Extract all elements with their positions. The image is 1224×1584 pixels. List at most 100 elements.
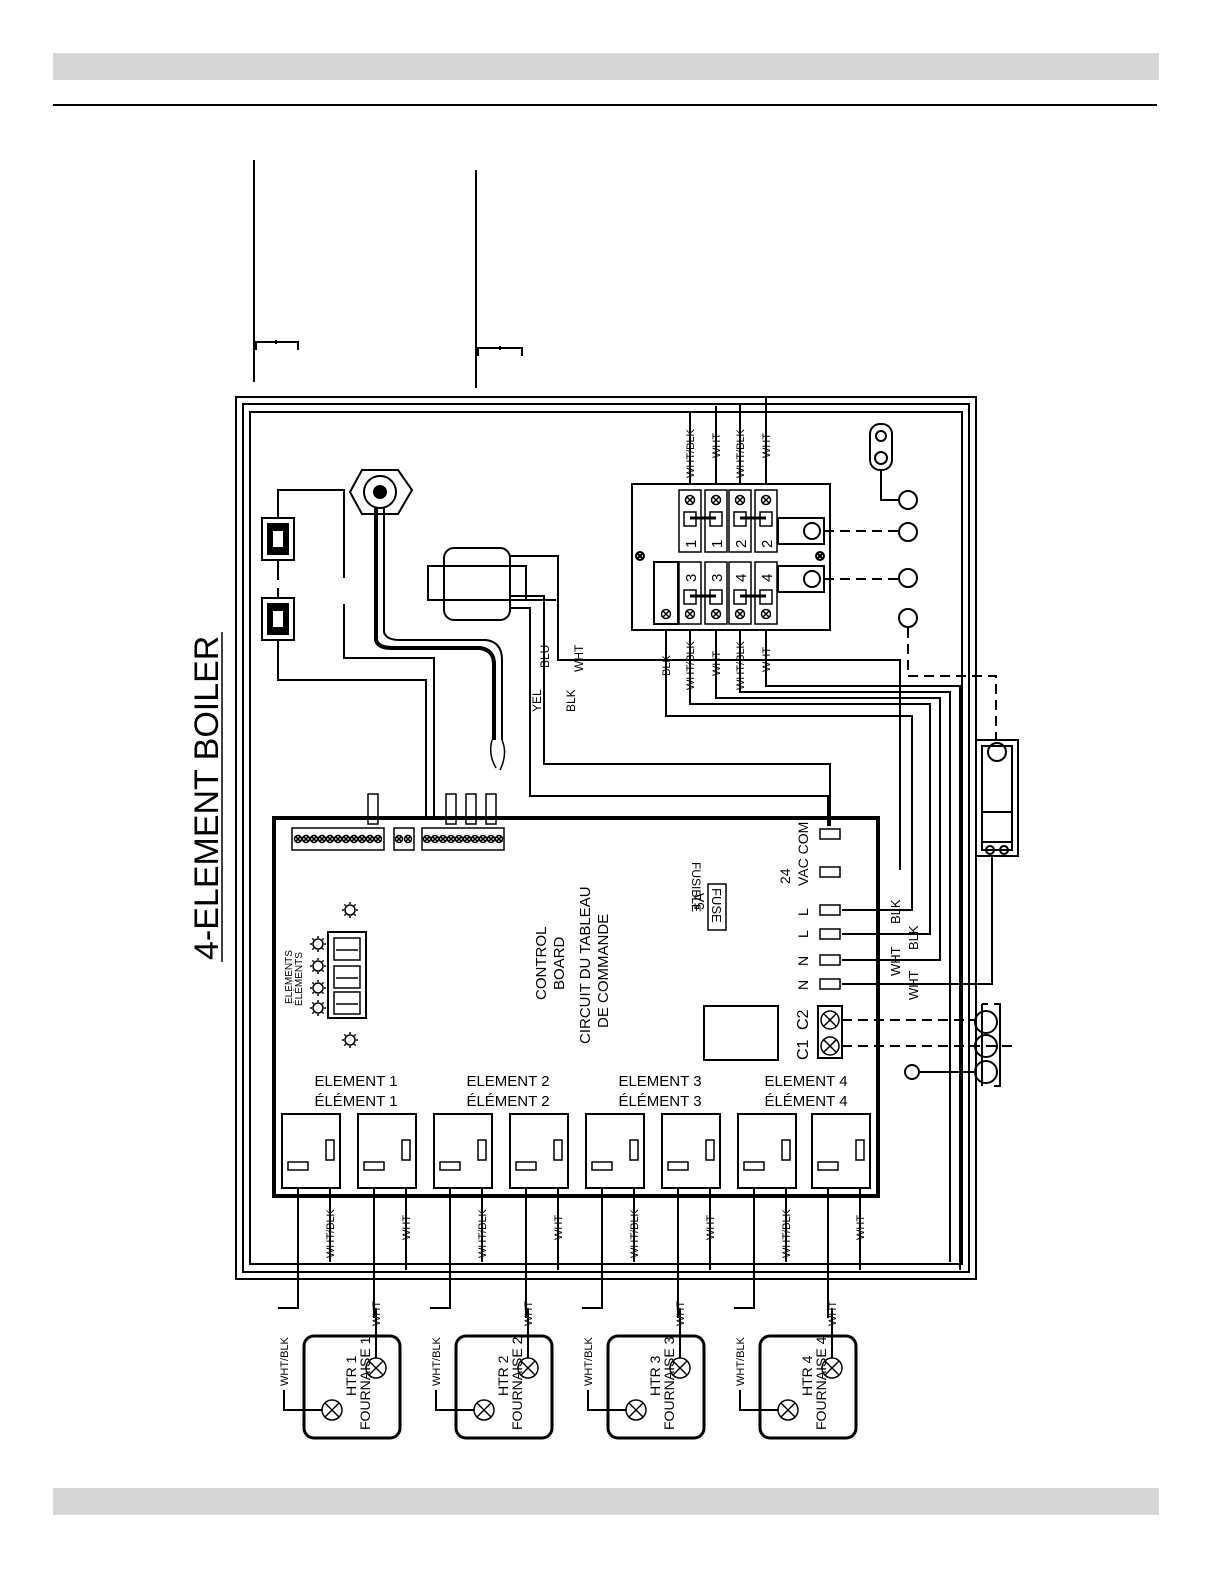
wire-label-blu: BLU (538, 645, 552, 668)
wire-label-wht-xfmr: WHT (572, 644, 586, 672)
terminal-l-2: L (795, 930, 811, 938)
relay-label-fr-3: ÉLÉMENT 3 (618, 1093, 701, 1110)
board-label-2: BOARD (551, 936, 568, 990)
board-spade-4 (819, 954, 841, 966)
led-0 (342, 902, 358, 918)
board-terminals (293, 828, 841, 1056)
heater-wire-label-b-4: WHT (827, 1301, 839, 1326)
terminal-top-num-0: 1 (683, 540, 700, 548)
board-label-1: CONTROL (533, 927, 550, 1000)
fuse-label: FUSE (709, 888, 724, 923)
heater-wire-label-a-1: WHT/BLK (279, 1336, 291, 1386)
terminal-top-3 (754, 489, 778, 553)
led-2 (310, 958, 326, 974)
relay-wire-label-a-2: WHT/BLK (477, 1208, 489, 1258)
right-side-connectors (824, 423, 1019, 1087)
fuse-box (707, 883, 727, 931)
relay-wire-label-b-3: WHT (705, 1215, 717, 1240)
relay-label-en-3: ELEMENT 3 (618, 1073, 701, 1090)
terminal-bottom-num-0: 3 (683, 574, 700, 582)
heater-wire-label-a-4: WHT/BLK (735, 1336, 747, 1386)
switch-upper (261, 489, 435, 820)
tb-label-bot-4: WHT (761, 647, 773, 672)
board-spade-0 (819, 828, 841, 840)
display-digit-1 (333, 965, 361, 989)
transformer (427, 547, 901, 870)
c1-label: C1 (795, 1039, 812, 1060)
heater-label-en-1: HTR 1 (343, 1355, 359, 1396)
upper-guides (253, 160, 523, 388)
tb-label-top-2: WHT (711, 433, 723, 458)
heater-label-en-3: HTR 3 (647, 1355, 663, 1396)
terminal-bottom-num-2: 4 (733, 574, 750, 582)
board-label-3: CIRCUIT DU TABLEAU (577, 886, 594, 1044)
tb-label-bot-0: BLK (661, 655, 673, 676)
temperature-sensor (348, 469, 506, 771)
heater-wire-label-a-3: WHT/BLK (583, 1336, 595, 1386)
leds-label-en: ELEMENTS (284, 950, 295, 1004)
terminal-n-2: N (795, 980, 811, 990)
diagram-title: 4-ELEMENT BOILER (188, 636, 226, 960)
relay-wire-label-b-4: WHT (855, 1215, 867, 1240)
relay-label-fr-1: ÉLÉMENT 1 (314, 1093, 397, 1110)
header-rule (53, 104, 1157, 106)
heater-label-fr-1: FOURNAISE 1 (357, 1336, 373, 1430)
terminal-bottom-num-1: 3 (709, 574, 726, 582)
relay-wire-label-a-3: WHT/BLK (629, 1208, 641, 1258)
led-3 (310, 980, 326, 996)
heater-label-en-4: HTR 4 (799, 1355, 815, 1396)
fuse-label-fr: FUSIBLE (689, 862, 703, 912)
relay-wire-label-a-1: WHT/BLK (325, 1208, 337, 1258)
wire-label-blk-l1: BLK (888, 899, 903, 924)
heater-wire-label-a-2: WHT/BLK (431, 1336, 443, 1386)
header-bar (53, 53, 1159, 80)
tb-label-top-3: WHT/BLK (735, 428, 747, 478)
fuse-rating: 5A (691, 892, 707, 910)
wire-label-blk-l2: BLK (906, 925, 921, 950)
terminal-block (631, 483, 831, 631)
tb-label-top-1: WHT/BLK (685, 428, 697, 478)
board-spade-1 (819, 866, 841, 878)
terminal-top-num-3: 2 (759, 540, 776, 548)
terminal-n-1: N (795, 956, 811, 966)
leds-label-fr: ÉLÉMENTS (292, 952, 305, 1006)
terminal-top-num-2: 2 (733, 540, 750, 548)
led-5 (342, 1032, 358, 1048)
terminal-bottom-num-3: 4 (759, 574, 776, 582)
heater-label-fr-3: FOURNAISE 3 (661, 1336, 677, 1430)
terminal-bottom-3 (754, 561, 778, 625)
heater-label-en-2: HTR 2 (495, 1355, 511, 1396)
control-board (272, 793, 880, 1198)
relay-label-en-1: ELEMENT 1 (314, 1073, 397, 1090)
relays: ELEMENT 1 ÉLÉMENT 1 WHT/BLK WHT ELEMENT 2ÉLÉ… (278, 1073, 871, 1318)
relay-wire-label-b-1: WHT (401, 1215, 413, 1240)
vac-com-label: VAC COM (795, 822, 811, 886)
heater-wire-label-b-1: WHT (371, 1301, 383, 1326)
footer-bar (53, 1488, 1159, 1515)
tb-label-bot-1: WHT/BLK (685, 640, 697, 690)
heater-wire-label-b-2: WHT (523, 1301, 535, 1326)
relay-wire-label-a-4: WHT/BLK (781, 1208, 793, 1258)
board-spade-2 (819, 904, 841, 916)
board-spade-3 (819, 928, 841, 940)
board-label-4: DE COMMANDE (595, 914, 612, 1028)
relay-label-fr-4: ÉLÉMENT 4 (764, 1093, 847, 1110)
led-4 (310, 1000, 326, 1016)
heater-label-fr-4: FOURNAISE 4 (813, 1336, 829, 1430)
heater-label-fr-2: FOURNAISE 2 (509, 1336, 525, 1430)
relay-1: ELEMENT 1 ÉLÉMENT 1 WHT/BLK WHT (278, 1073, 417, 1318)
board-power-wiring (250, 398, 961, 1270)
terminal-top-2 (728, 489, 752, 553)
terminal-top-0 (678, 489, 702, 553)
terminal-bottom-1 (704, 561, 728, 625)
wire-label-wht-n1: WHT (888, 946, 903, 976)
